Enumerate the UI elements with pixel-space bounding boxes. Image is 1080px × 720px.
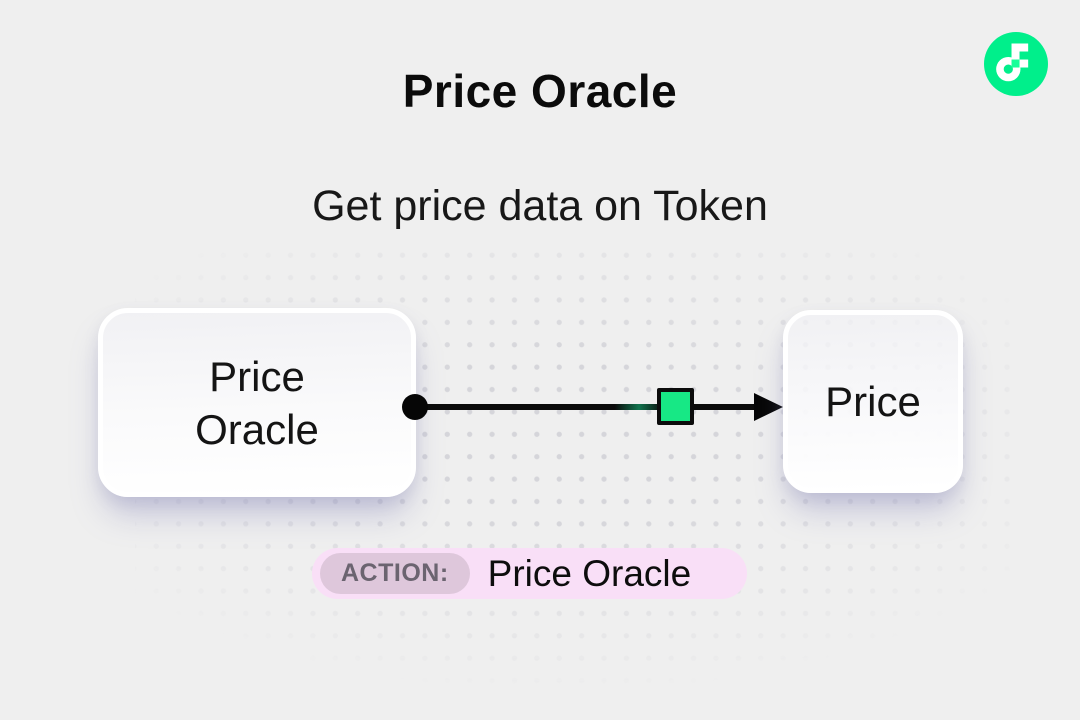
connector-line (414, 404, 760, 410)
source-node-label: Price Oracle (195, 350, 319, 456)
connector-marker-square (657, 388, 694, 425)
source-node-label-line2: Oracle (195, 405, 319, 453)
connector-arrowhead-icon (754, 393, 783, 421)
source-node-label-line1: Price (209, 352, 305, 400)
target-node-price: Price (783, 310, 963, 493)
action-badge: ACTION: Price Oracle (312, 548, 747, 599)
connector-start-dot (402, 394, 428, 420)
action-badge-value: Price Oracle (487, 552, 692, 594)
action-badge-label: ACTION: (320, 553, 470, 594)
page-subtitle: Get price data on Token (312, 182, 768, 230)
page-title: Price Oracle (402, 65, 678, 117)
source-node-price-oracle: Price Oracle (98, 308, 416, 497)
flow-logo-icon (984, 32, 1048, 96)
target-node-label: Price (825, 378, 921, 425)
